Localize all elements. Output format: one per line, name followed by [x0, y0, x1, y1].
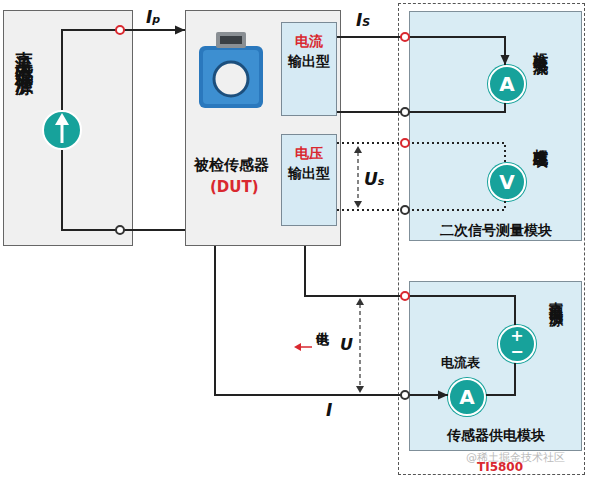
instrument-frame: TI5800 二次信号测量模块 A V 传感器供电模块 A +−: [398, 3, 585, 475]
wire-line: [133, 29, 185, 31]
terminal: [401, 292, 409, 300]
arrow-head: [501, 55, 510, 65]
voltage-arrow: [357, 152, 358, 202]
voltage-arrow-head: [356, 386, 364, 393]
wire-connector: [337, 143, 505, 163]
wire-line: [215, 246, 448, 395]
wire-connector: [305, 246, 515, 325]
current-label: IS: [356, 11, 370, 31]
wire-line: [337, 201, 505, 210]
node-text: A: [450, 380, 484, 414]
sensor-connector: [216, 32, 246, 48]
wire-connector: [337, 201, 505, 210]
wire-line: [337, 143, 505, 163]
source-box: 直流大电流标准源: [3, 10, 133, 246]
node-text: 输出型: [282, 165, 336, 181]
voltage-source-circle: +−: [498, 325, 536, 363]
signal-name: Us: [364, 170, 384, 190]
wire-line: [486, 363, 515, 395]
wire-line: [337, 37, 505, 65]
module-box: 传感器供电模块 A +−: [409, 281, 582, 451]
current-label: Ip: [146, 8, 160, 28]
output-box: 电压输出型: [281, 134, 337, 226]
node-text: 输出型: [282, 53, 336, 69]
output-box: 电流输出型: [281, 22, 337, 116]
terminal: [401, 391, 409, 399]
voltage-arrow: [359, 304, 360, 387]
node-text: −: [500, 343, 534, 360]
signal-name: U: [340, 336, 353, 354]
node-text: 直流大电流标准源: [13, 36, 34, 68]
source-arrow-head: [55, 113, 69, 125]
current-label: I: [326, 401, 332, 421]
voltmeter-circle: V: [488, 163, 526, 201]
wire-line: [133, 229, 185, 231]
wire-connector: [486, 363, 515, 395]
node-text: 二次信号测量模块: [410, 222, 581, 238]
wire-connector: [133, 26, 185, 35]
arrow-head: [175, 26, 185, 35]
sensor-connector-pins: [220, 36, 242, 44]
node-text: 电流: [282, 33, 336, 49]
voltage-arrow-head: [354, 201, 362, 208]
terminal: [401, 108, 409, 116]
supply-arrow-head: [294, 343, 301, 351]
wire-connector: [337, 37, 510, 65]
supply-arrow: [300, 346, 312, 348]
arrow-head: [438, 391, 448, 400]
node-text: 传感器供电模块: [410, 427, 581, 443]
wire-connector: [337, 103, 505, 112]
wire-connector: [215, 246, 448, 400]
source-wire: [62, 30, 133, 230]
terminal: [401, 206, 409, 214]
node-text: V: [490, 165, 524, 199]
sensor-hole: [214, 62, 248, 96]
node-text: 被检传感器: [194, 157, 269, 174]
node-text: (DUT): [210, 179, 259, 196]
sensor-box: 被检传感器(DUT)电流输出型电压输出型: [185, 10, 341, 246]
wire-line: [305, 246, 515, 325]
wire-connector: [133, 230, 185, 231]
terminal: [116, 26, 124, 34]
node-text: TI5800: [477, 461, 523, 475]
node-text: 电压: [282, 145, 336, 161]
module-box: 二次信号测量模块 A V: [409, 11, 582, 241]
current-source-symbol: [43, 111, 81, 149]
source-arrow: [61, 123, 64, 143]
node-text: A: [490, 67, 524, 101]
sensor-face: [203, 50, 259, 104]
voltage-arrow-head: [354, 146, 362, 153]
terminal: [401, 33, 409, 41]
terminal: [116, 226, 124, 234]
wire-line: [337, 103, 505, 112]
sensor-body: [199, 46, 263, 108]
voltage-arrow-head: [356, 298, 364, 305]
node-text: +: [500, 327, 534, 344]
ammeter-circle: A: [448, 378, 486, 416]
ammeter-circle: A: [488, 65, 526, 103]
terminal: [401, 139, 409, 147]
